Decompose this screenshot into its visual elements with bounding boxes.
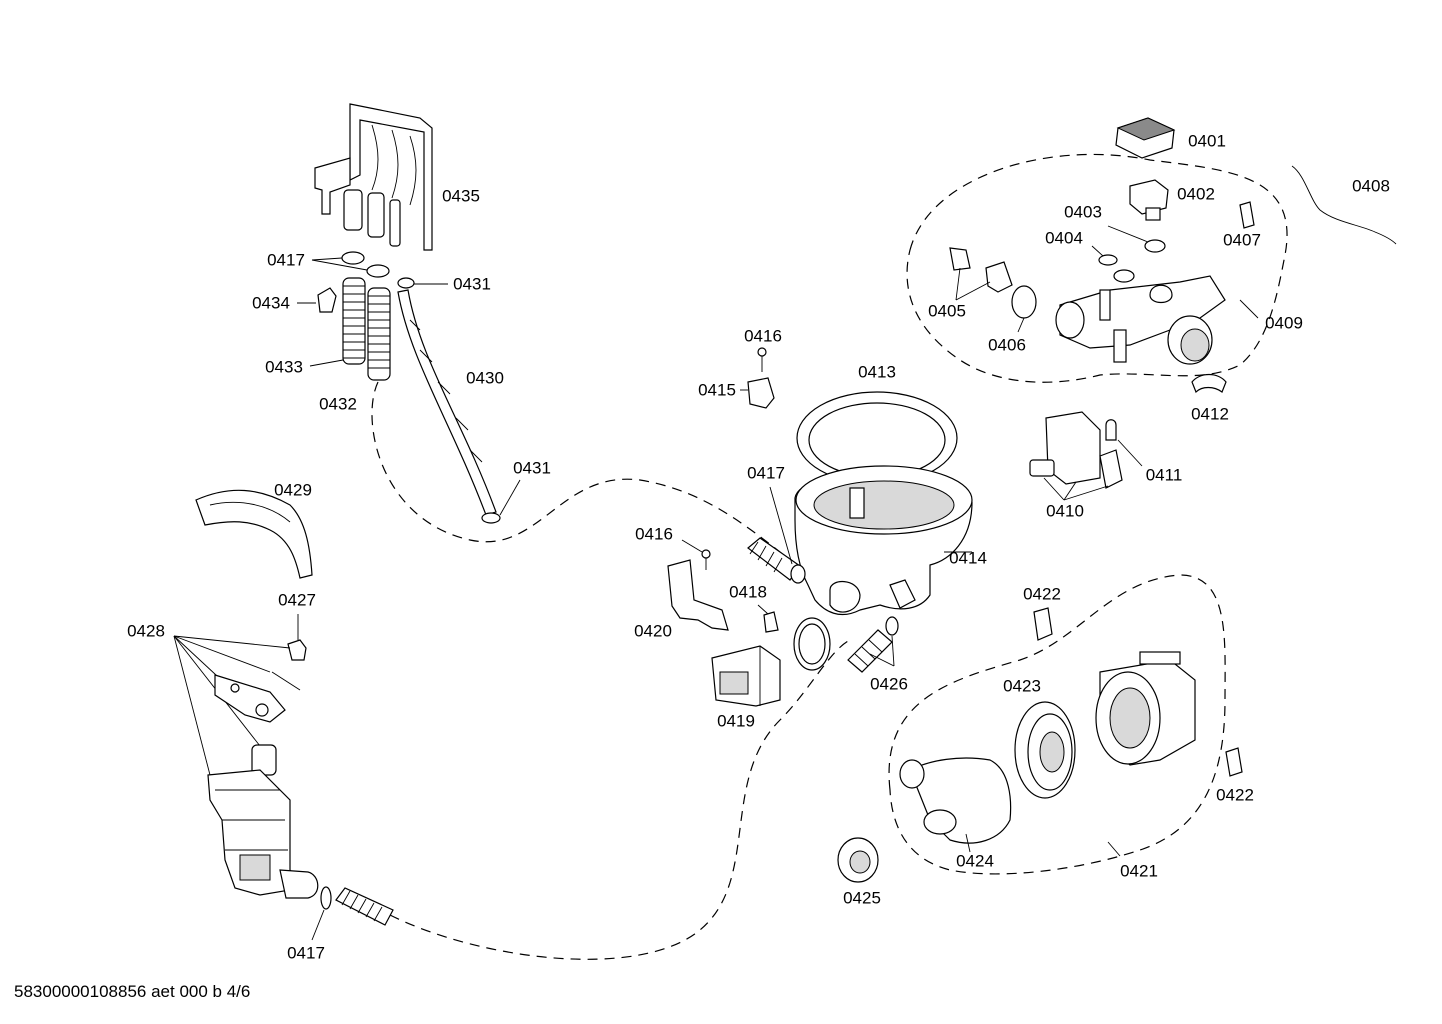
label-0406: 0406	[988, 335, 1026, 355]
part-0428-bracket	[214, 674, 286, 723]
label-0408: 0408	[1352, 176, 1390, 196]
label-0417-center: 0417	[747, 463, 785, 483]
part-0416-screw-top	[757, 347, 767, 372]
part-0422-clip-top	[1033, 607, 1053, 641]
part-0422-clip-right	[1225, 747, 1243, 777]
part-0426-hose	[847, 616, 899, 673]
part-0401	[1115, 117, 1176, 159]
part-0404-seal	[1098, 254, 1118, 266]
part-0415	[747, 377, 775, 409]
label-0417-bottom: 0417	[287, 943, 325, 963]
label-0401: 0401	[1188, 131, 1226, 151]
label-0422-right: 0422	[1216, 785, 1254, 805]
group-boundary-0409	[906, 153, 1288, 383]
part-0411	[1105, 419, 1143, 467]
part-0424	[899, 757, 1012, 853]
label-0416-top: 0416	[744, 326, 782, 346]
part-motor-heater	[1095, 651, 1196, 766]
label-0427: 0427	[278, 590, 316, 610]
hose-route-upper	[371, 381, 791, 561]
part-0417-seal-a	[341, 251, 365, 265]
part-0430-hose	[397, 289, 497, 516]
part-0431-clamp-top	[397, 277, 415, 289]
label-0422-top: 0422	[1023, 584, 1061, 604]
label-0421: 0421	[1120, 861, 1158, 881]
label-0405: 0405	[928, 301, 966, 321]
label-0413: 0413	[858, 362, 896, 382]
part-0405	[949, 247, 1013, 301]
label-0415: 0415	[698, 380, 736, 400]
part-bottom-corrugated-hose	[335, 887, 394, 926]
part-0412-clamp	[1191, 373, 1227, 394]
part-0407	[1239, 201, 1255, 229]
label-0431-bottom: 0431	[513, 458, 551, 478]
label-0418: 0418	[729, 582, 767, 602]
label-0431-top: 0431	[453, 274, 491, 294]
part-0434	[317, 287, 337, 313]
part-0420	[667, 559, 729, 631]
label-0403: 0403	[1064, 202, 1102, 222]
part-0409	[1055, 275, 1259, 365]
part-0417-seal-b	[366, 264, 390, 278]
label-0410: 0410	[1046, 501, 1084, 521]
label-0411: 0411	[1145, 465, 1183, 485]
label-0429: 0429	[274, 480, 312, 500]
label-0404: 0404	[1045, 228, 1083, 248]
part-0417-ring-bottom	[320, 886, 332, 910]
part-0427	[287, 639, 307, 661]
label-0407: 0407	[1223, 230, 1261, 250]
part-0404-seal-b	[1113, 269, 1135, 283]
part-0431-clamp-bottom	[481, 512, 501, 524]
label-0417-top: 0417	[267, 250, 305, 270]
part-0435	[314, 103, 433, 251]
label-0409: 0409	[1265, 313, 1303, 333]
label-0420: 0420	[634, 621, 672, 641]
part-0425	[837, 837, 879, 883]
label-0414: 0414	[949, 548, 987, 568]
part-0416-screw-mid	[681, 539, 711, 570]
part-0417-hose-center	[747, 486, 806, 584]
group-boundary-0421	[888, 574, 1226, 875]
label-0428: 0428	[127, 621, 165, 641]
label-0433: 0433	[265, 357, 303, 377]
label-0419: 0419	[717, 711, 755, 731]
part-0429	[195, 489, 313, 579]
part-0410	[1029, 411, 1123, 501]
part-0418	[763, 611, 779, 633]
part-0402	[1129, 179, 1169, 221]
label-0434: 0434	[252, 293, 290, 313]
part-0428-valve-body	[207, 769, 319, 899]
part-0403-seal	[1144, 239, 1166, 253]
label-0432: 0432	[319, 394, 357, 414]
hose-route-lower	[389, 639, 851, 960]
label-0425: 0425	[843, 888, 881, 908]
label-0426: 0426	[870, 674, 908, 694]
part-0406-ring	[1011, 285, 1037, 319]
label-0412: 0412	[1191, 404, 1229, 424]
part-0419	[711, 645, 781, 707]
label-0416-mid: 0416	[635, 524, 673, 544]
label-0424: 0424	[956, 851, 994, 871]
part-0433-corrugated-hose	[342, 277, 366, 365]
part-0408-wire	[1291, 165, 1397, 245]
label-0430: 0430	[466, 368, 504, 388]
part-0423	[1014, 701, 1076, 799]
label-0435: 0435	[442, 186, 480, 206]
part-0432-corrugated-hose	[367, 287, 391, 381]
label-0402: 0402	[1177, 184, 1215, 204]
label-0423: 0423	[1003, 676, 1041, 696]
footer-document-id: 58300000108856 aet 000 b 4/6	[14, 982, 251, 1001]
